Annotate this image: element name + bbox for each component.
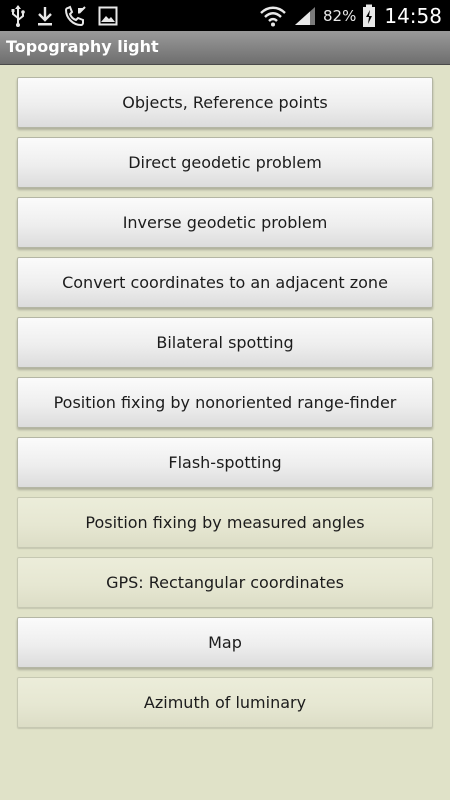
usb-icon [10, 4, 26, 27]
clock: 14:58 [384, 3, 442, 28]
inverse-geodetic-problem-button[interactable]: Inverse geodetic problem [17, 197, 433, 248]
map-button[interactable]: Map [17, 617, 433, 668]
status-bar: 82% 14:58 [0, 0, 450, 31]
title-bar: Topography light [0, 31, 450, 65]
battery-charging-icon [362, 4, 376, 28]
measured-angles-position-fixing-button[interactable]: Position fixing by measured angles [17, 497, 433, 548]
convert-coordinates-button[interactable]: Convert coordinates to an adjacent zone [17, 257, 433, 308]
wifi-icon [259, 4, 287, 28]
signal-icon [293, 5, 317, 27]
notification-icons [10, 4, 118, 27]
call-forward-icon [64, 5, 88, 27]
battery-percent: 82% [323, 6, 357, 25]
flash-spotting-button[interactable]: Flash-spotting [17, 437, 433, 488]
azimuth-of-luminary-button[interactable]: Azimuth of luminary [17, 677, 433, 728]
range-finder-position-fixing-button[interactable]: Position fixing by nonoriented range-fin… [17, 377, 433, 428]
bilateral-spotting-button[interactable]: Bilateral spotting [17, 317, 433, 368]
direct-geodetic-problem-button[interactable]: Direct geodetic problem [17, 137, 433, 188]
app-title: Topography light [6, 37, 159, 56]
system-status: 82% 14:58 [259, 0, 442, 31]
gallery-icon [98, 5, 118, 27]
objects-reference-points-button[interactable]: Objects, Reference points [17, 77, 433, 128]
main-menu: Objects, Reference points Direct geodeti… [17, 77, 433, 737]
gps-rectangular-coordinates-button[interactable]: GPS: Rectangular coordinates [17, 557, 433, 608]
download-icon [36, 5, 54, 27]
